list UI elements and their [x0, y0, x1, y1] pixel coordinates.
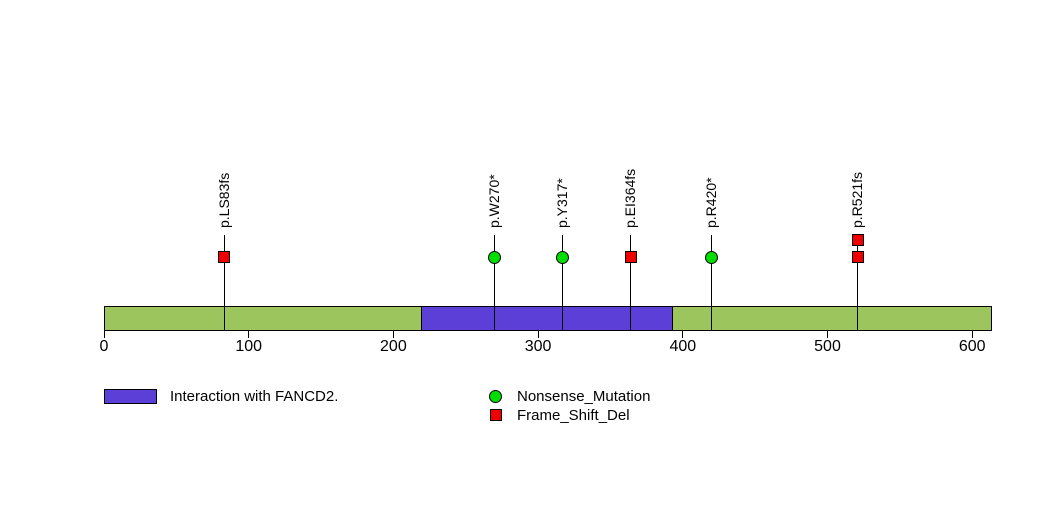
axis-tick-label: 400 [669, 338, 697, 355]
mutation-label: p.R521fs [849, 171, 866, 228]
frame-shift-del-legend-icon [490, 409, 502, 421]
nonsense-mutation-marker [488, 250, 502, 264]
frame-shift-del-legend-label: Frame_Shift_Del [517, 407, 630, 424]
frame-shift-del-marker [218, 251, 231, 263]
axis-tick-label: 500 [814, 338, 841, 355]
mutation-stem [562, 235, 564, 331]
axis-tick-label: 300 [524, 338, 552, 355]
axis-tick [827, 331, 828, 338]
axis-tick [392, 331, 394, 338]
nonsense-mutation-legend-label: Nonsense_Mutation [517, 388, 651, 405]
axis-tick [248, 331, 250, 338]
mutation-label: p.LS83fs [215, 172, 232, 228]
mutation-stem [857, 235, 859, 331]
frame-shift-del-marker [624, 251, 637, 263]
domain-legend-label: Interaction with FANCD2. [170, 388, 339, 405]
mutation-stem [223, 235, 225, 331]
frame-shift-del-marker [851, 251, 864, 263]
axis-tick [537, 331, 539, 338]
mutation-label: p.EI364fs [622, 168, 639, 228]
frame-shift-del-marker [851, 234, 864, 246]
mutation-label: p.Y317* [554, 178, 571, 228]
mutation-stem [494, 235, 496, 331]
axis-tick-label: 100 [235, 338, 263, 355]
nonsense-mutation-legend-icon [489, 390, 502, 403]
mutation-label: p.R420* [703, 177, 720, 228]
nonsense-mutation-marker [556, 250, 570, 264]
mutation-label: p.W270* [486, 174, 503, 228]
domain-legend-swatch [104, 389, 157, 404]
axis-tick [103, 331, 105, 338]
axis-tick-label: 0 [99, 338, 109, 355]
mutation-stem [630, 235, 632, 331]
mutation-stem [711, 235, 713, 331]
axis-tick [971, 331, 973, 338]
domain-rect [420, 306, 673, 331]
nonsense-mutation-marker [705, 250, 719, 264]
axis-tick [682, 331, 684, 338]
axis-tick-label: 200 [380, 338, 407, 355]
axis-tick-label: 600 [958, 338, 986, 355]
